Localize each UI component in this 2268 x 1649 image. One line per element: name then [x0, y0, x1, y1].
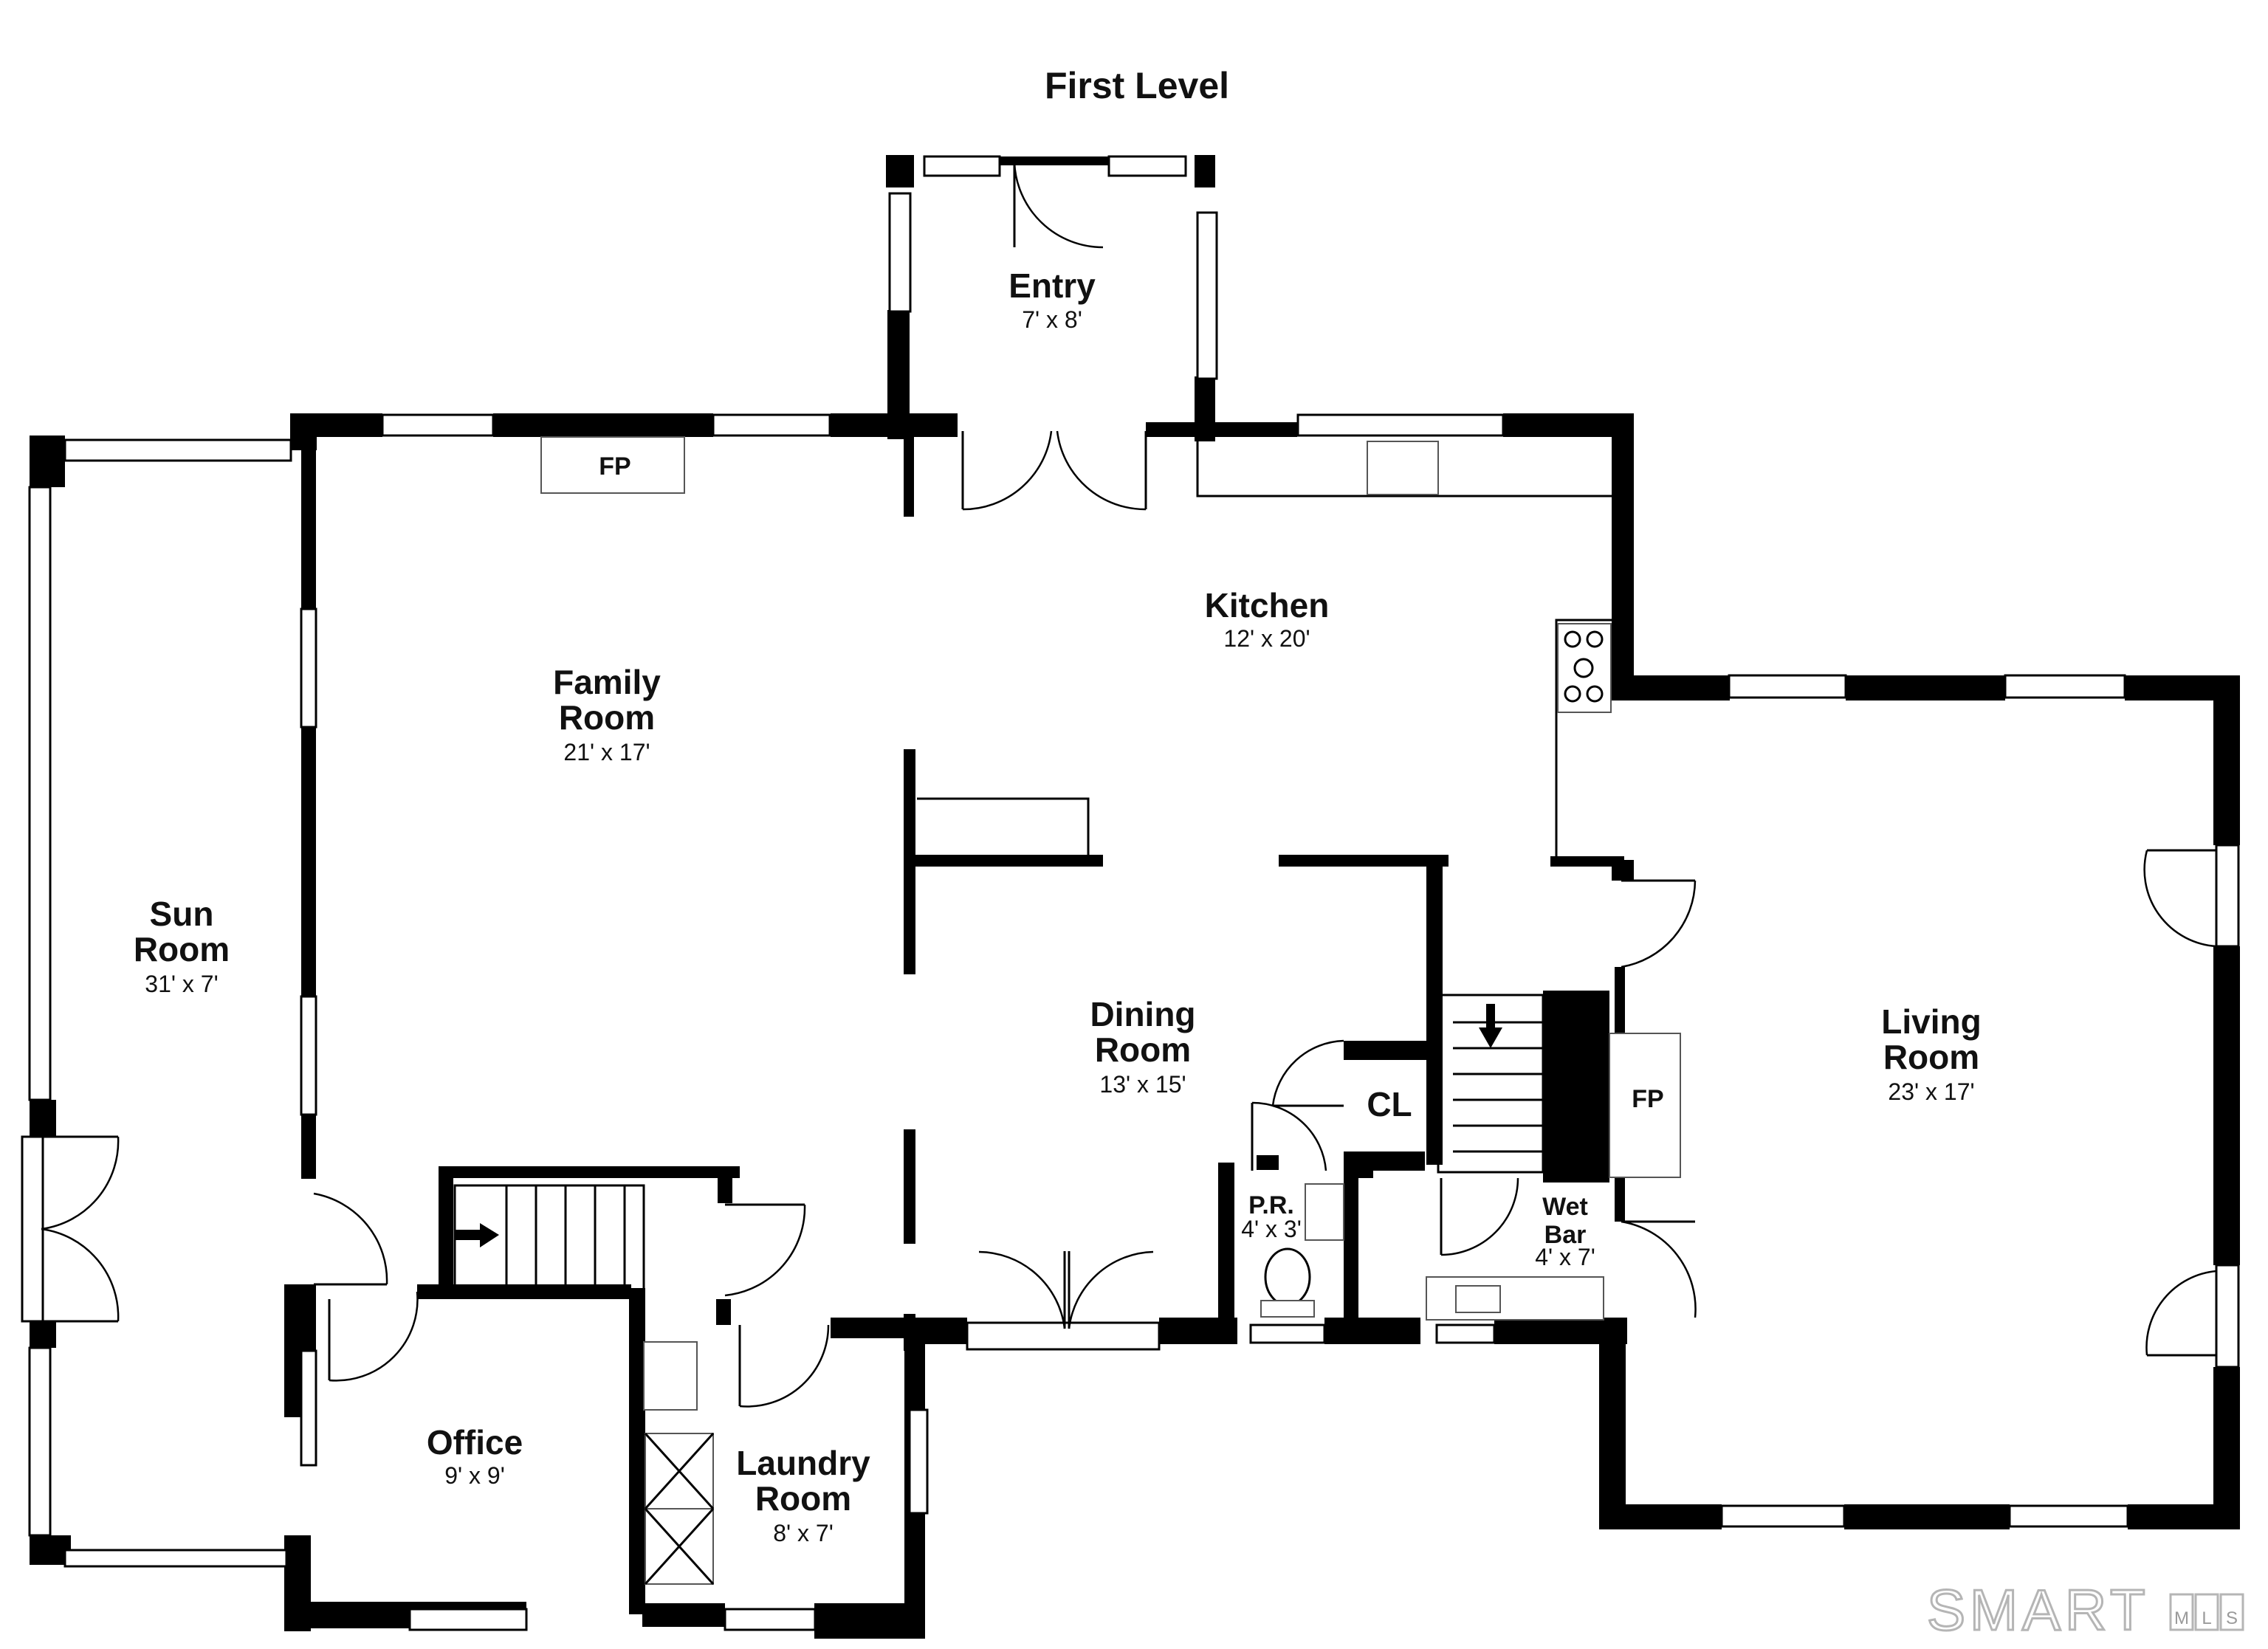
stair-treads-office: [505, 1185, 626, 1292]
doors: [41, 162, 2217, 1408]
floor-title: First Level: [1045, 65, 1229, 106]
sun-room-name-line2: Room: [134, 930, 230, 968]
fireplace-family-icon: [540, 436, 685, 494]
logo-l: L: [2202, 1608, 2211, 1628]
wet-bar-name-line1: Wet: [1542, 1193, 1588, 1221]
logo-text: SMART: [1927, 1577, 2150, 1642]
smart-mls-logo: SMART M L S: [1926, 1577, 2244, 1644]
wet-bar-dims: 4' x 7': [1535, 1244, 1595, 1270]
walls: [30, 155, 2240, 1639]
logo-s: S: [2226, 1608, 2238, 1628]
powder-room-name: P.R.: [1248, 1191, 1294, 1219]
room-labels: Entry 7' x 8' Kitchen 12' x 20' Family R…: [134, 266, 1982, 1546]
dining-room-name-line2: Room: [1095, 1030, 1191, 1069]
living-room-dims: 23' x 17': [1888, 1078, 1974, 1105]
fixtures: [453, 436, 1681, 1586]
dining-room-dims: 13' x 15': [1099, 1071, 1186, 1098]
powder-room-dims: 4' x 3': [1241, 1216, 1302, 1242]
kitchen-name: Kitchen: [1205, 586, 1330, 624]
fireplace-family-label: FP: [599, 452, 630, 481]
dining-room-name-line1: Dining: [1090, 995, 1195, 1033]
entry-name: Entry: [1008, 266, 1096, 305]
closet-name: CL: [1367, 1085, 1412, 1123]
family-room-dims: 21' x 17': [563, 739, 650, 765]
office-dims: 9' x 9': [444, 1462, 505, 1489]
fireplace-living-label: FP: [1632, 1085, 1663, 1113]
living-room-name-line2: Room: [1883, 1038, 1979, 1076]
laundry-room-dims: 8' x 7': [773, 1520, 834, 1546]
entry-dims: 7' x 8': [1022, 306, 1082, 333]
windows: [21, 155, 2240, 1631]
fireplace-living-icon: [1609, 1033, 1681, 1178]
stair-arrow-down-icon: [1479, 1004, 1502, 1048]
laundry-room-name-line2: Room: [755, 1479, 851, 1518]
stair-treads: [1453, 1021, 1543, 1153]
kitchen-dims: 12' x 20': [1223, 625, 1310, 652]
logo-m: M: [2174, 1608, 2189, 1628]
living-room-name-line1: Living: [1881, 1002, 1981, 1041]
family-room-name-line2: Room: [559, 698, 655, 737]
laundry-room-name-line1: Laundry: [736, 1444, 870, 1482]
stair-arrow-right-icon: [454, 1223, 499, 1247]
sun-room-dims: 31' x 7': [145, 971, 218, 997]
office-name: Office: [427, 1423, 523, 1462]
wet-bar-name-line2: Bar: [1544, 1221, 1587, 1249]
sun-room-name-line1: Sun: [150, 895, 214, 933]
family-room-name-line1: Family: [553, 663, 661, 701]
